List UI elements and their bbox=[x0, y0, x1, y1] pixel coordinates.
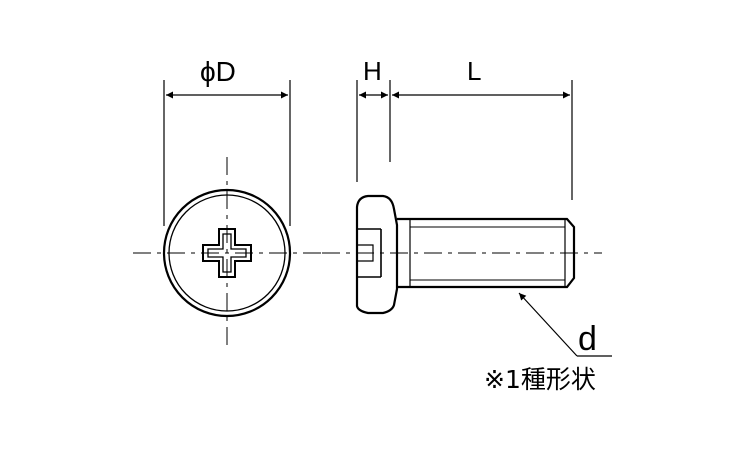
screw-side-view bbox=[355, 194, 576, 315]
head-profile bbox=[355, 194, 399, 315]
type-note-label: ※1種形状 bbox=[484, 365, 596, 394]
phillips-cross-inner bbox=[207, 233, 247, 273]
head-outer-circle bbox=[162, 188, 292, 318]
head-diameter-label: ϕD bbox=[200, 56, 236, 87]
front-centerlines bbox=[133, 157, 322, 348]
thread-diameter-leader bbox=[518, 292, 612, 357]
phillips-cross-recess bbox=[202, 228, 252, 278]
length-dimensions bbox=[356, 80, 573, 200]
head-height-label: H bbox=[363, 56, 382, 86]
thread-diameter-label: d bbox=[578, 320, 597, 358]
length-label: L bbox=[467, 56, 482, 86]
head-diameter-dimension bbox=[163, 80, 291, 226]
